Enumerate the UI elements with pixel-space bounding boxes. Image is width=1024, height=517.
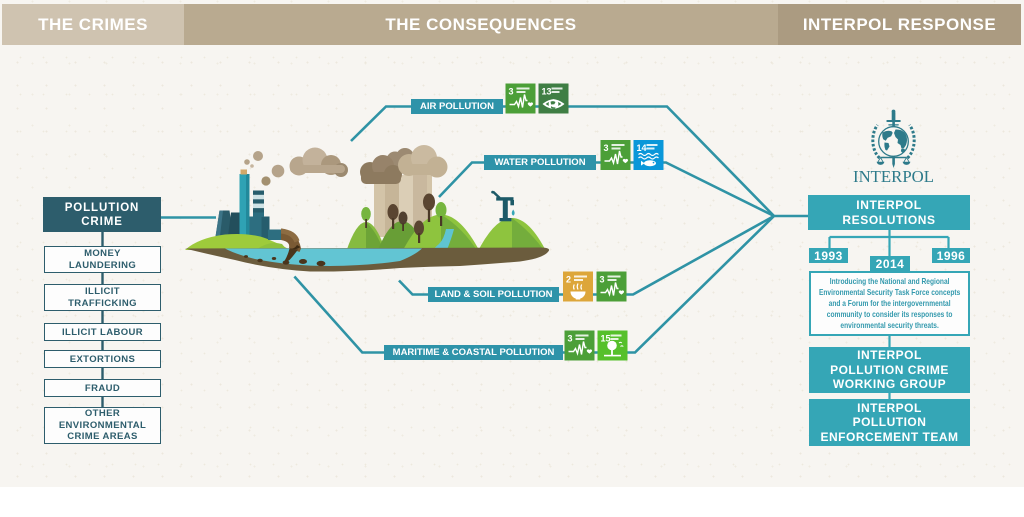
svg-text:INTERPOL: INTERPOL [853, 167, 934, 186]
svg-text:3: 3 [509, 87, 514, 97]
svg-text:13: 13 [542, 87, 552, 97]
svg-text:3: 3 [604, 143, 609, 153]
svg-text:3: 3 [568, 334, 573, 344]
svg-text:2: 2 [566, 275, 571, 285]
svg-text:3: 3 [600, 275, 605, 285]
svg-text:15: 15 [601, 334, 611, 344]
svg-text:14: 14 [637, 143, 647, 153]
